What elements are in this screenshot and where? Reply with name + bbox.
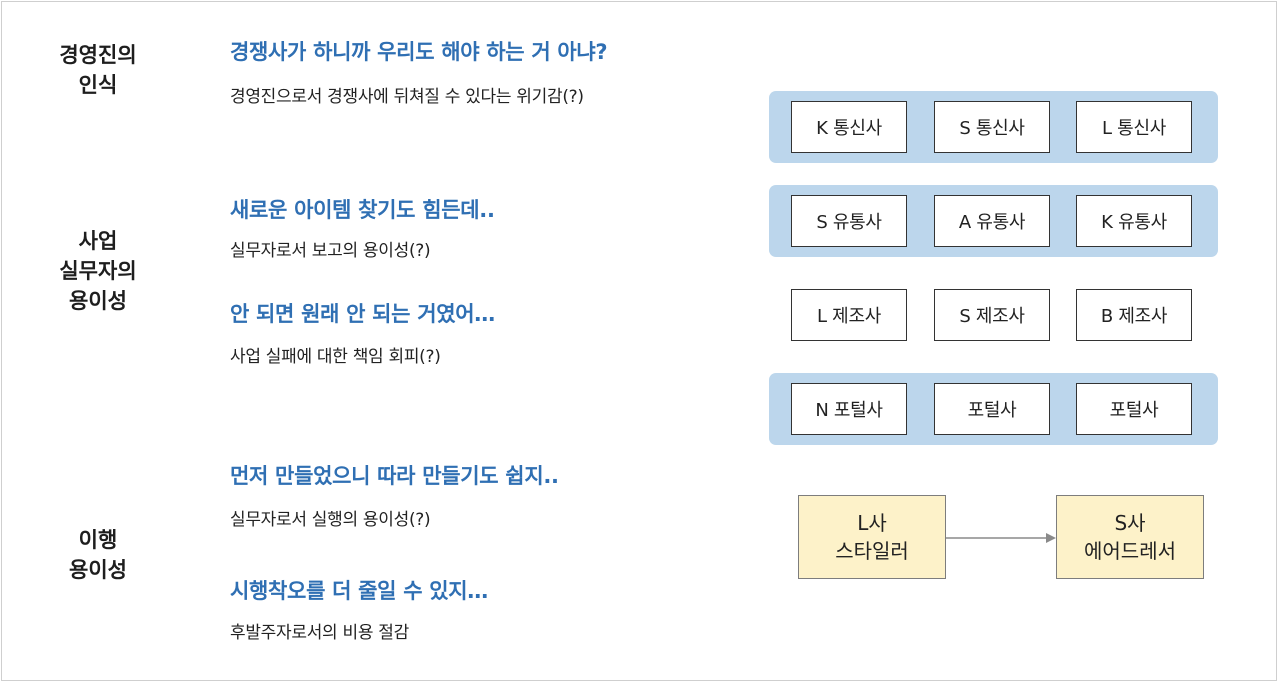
reason-subtext: 실무자로서 보고의 용이성(?) (230, 241, 431, 261)
reason-subtext: 후발주자로서의 비용 절감 (230, 623, 409, 643)
reason-subtext: 실무자로서 실행의 용이성(?) (230, 510, 431, 530)
reason-subtext: 경영진으로서 경쟁사에 뒤쳐질 수 있다는 위기감(?) (230, 87, 584, 107)
company-box: L 제조사 (791, 289, 907, 341)
company-box: B 제조사 (1076, 289, 1192, 341)
company-box: N 포털사 (791, 383, 907, 435)
company-box: K 유통사 (1076, 195, 1192, 247)
reason-subtext: 사업 실패에 대한 책임 회피(?) (230, 347, 441, 367)
company-box: S 통신사 (934, 101, 1050, 153)
category-management-perception: 경영진의 인식 (59, 43, 137, 97)
company-box: A 유통사 (934, 195, 1050, 247)
category-execution-ease: 이행 용이성 (69, 528, 127, 582)
reason-heading: 시행착오를 더 줄일 수 있지… (230, 579, 488, 603)
company-box: 포털사 (1076, 383, 1192, 435)
company-box: S 제조사 (934, 289, 1050, 341)
reason-heading: 안 되면 원래 안 되는 거였어… (230, 302, 495, 326)
reason-heading: 새로운 아이템 찾기도 힘든데.. (230, 198, 495, 222)
company-box: K 통신사 (791, 101, 907, 153)
reason-heading: 경쟁사가 하니까 우리도 해야 하는 거 아냐? (230, 40, 608, 64)
flow-source-box: L사 스타일러 (798, 495, 946, 579)
company-box: 포털사 (934, 383, 1050, 435)
reason-heading: 먼저 만들었으니 따라 만들기도 쉽지.. (230, 464, 559, 488)
company-box: S 유통사 (791, 195, 907, 247)
flow-target-box: S사 에어드레서 (1056, 495, 1204, 579)
category-practitioner-ease: 사업 실무자의 용이성 (59, 229, 137, 313)
flow-arrow (946, 533, 1056, 543)
company-box: L 통신사 (1076, 101, 1192, 153)
